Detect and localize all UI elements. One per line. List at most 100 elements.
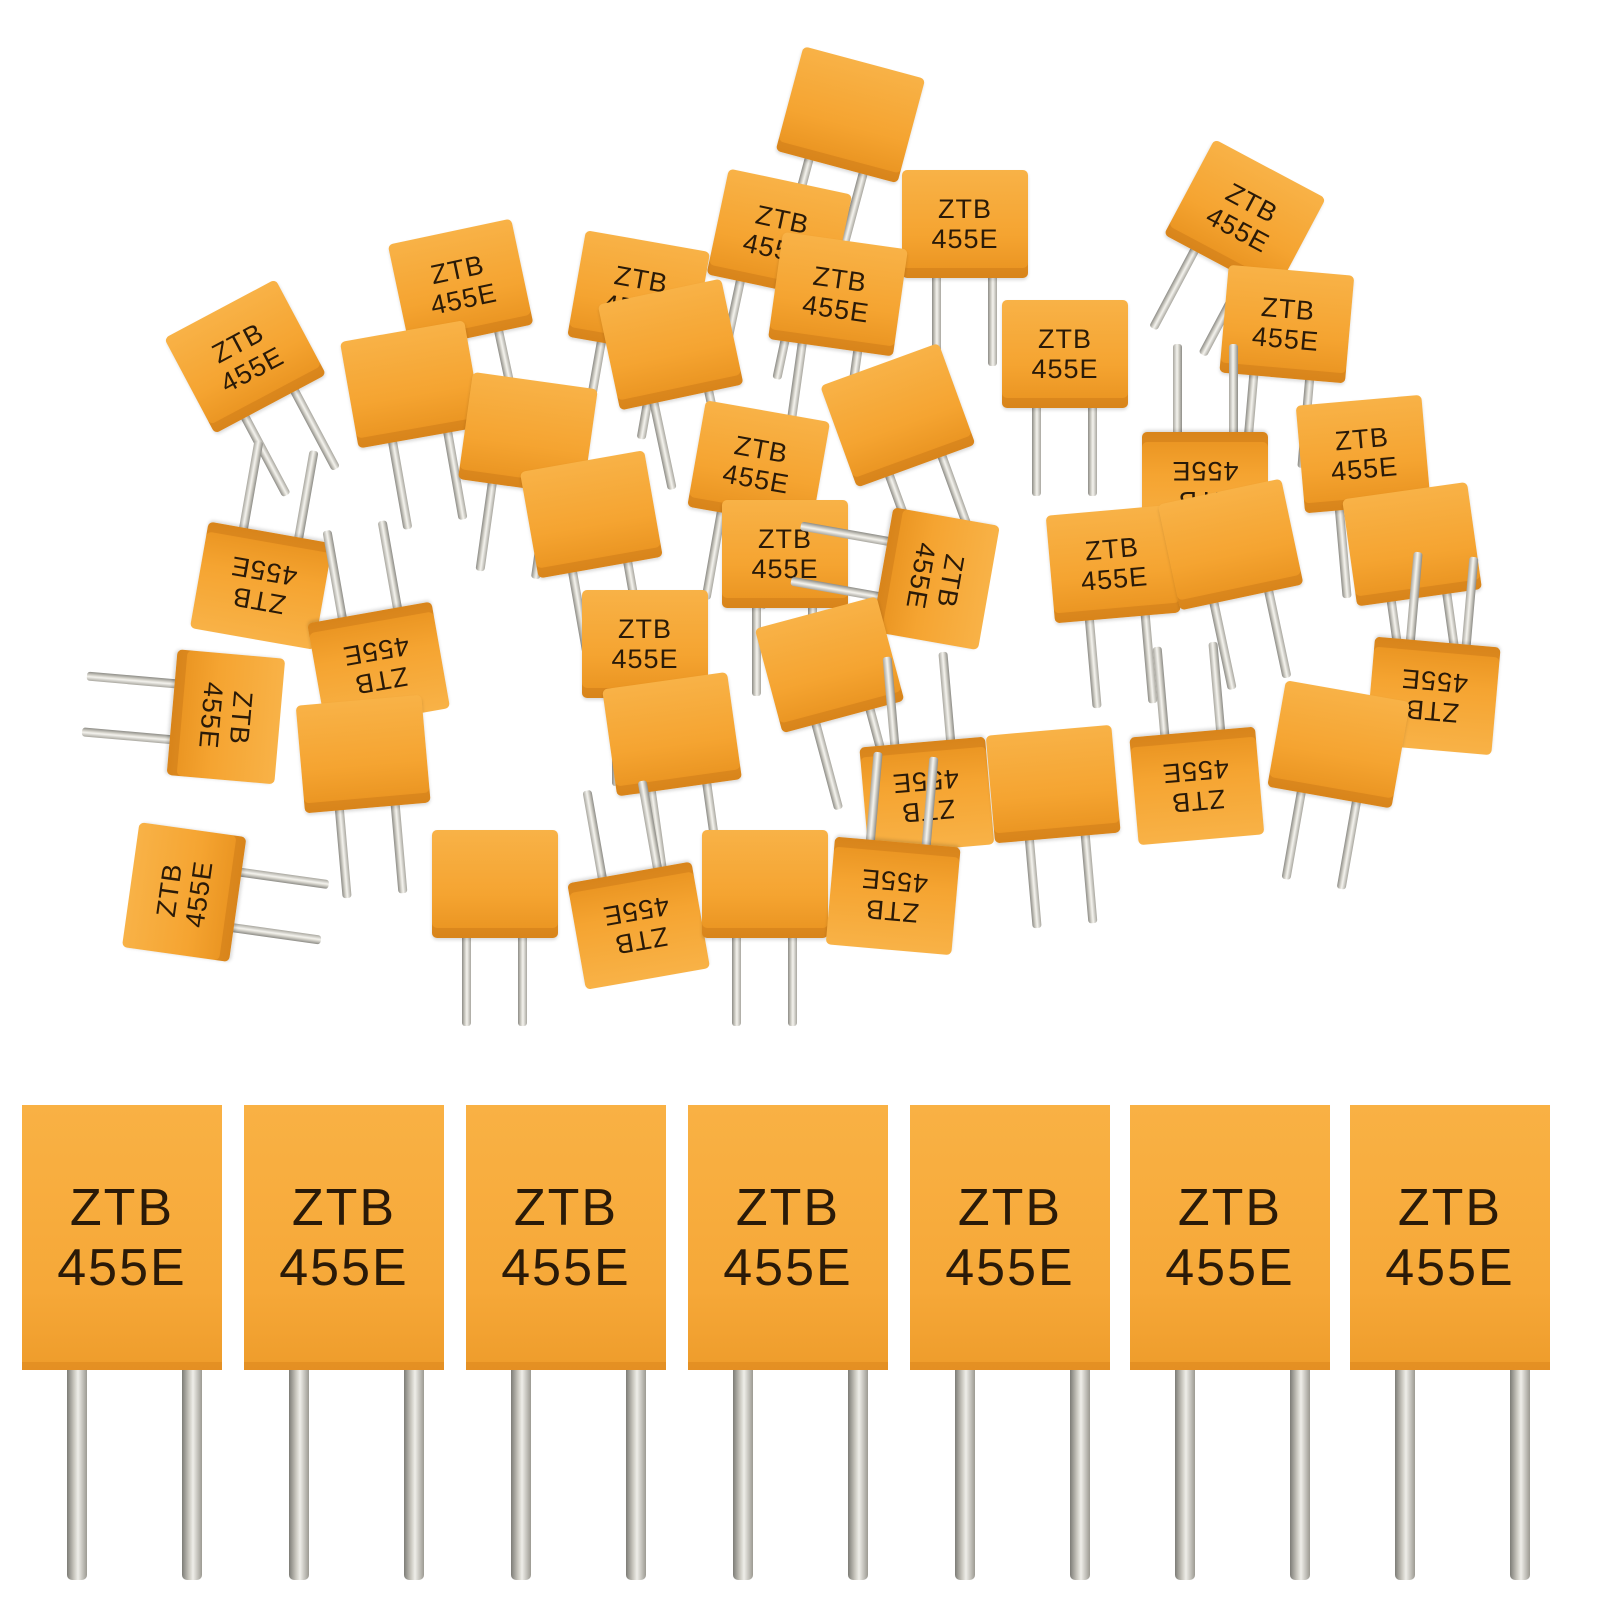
resonator-lead (1088, 396, 1097, 496)
resonator-lead (1281, 779, 1308, 880)
resonator-lead (1290, 1360, 1310, 1580)
resonator-lead (292, 450, 319, 551)
label-line-1: ZTB (1038, 324, 1092, 354)
label-line-1: ZTB (618, 614, 672, 644)
label-line-2: 455E (1385, 1238, 1515, 1297)
resonator-lead (938, 651, 957, 752)
label-line-2: 455E (1329, 451, 1400, 487)
label-line-2: 455E (945, 1238, 1075, 1297)
label-line-2: 455E (1031, 354, 1099, 384)
label-line-1: ZTB (513, 1178, 619, 1237)
resonator-lead (955, 1360, 975, 1580)
resonator-lead (511, 1360, 531, 1580)
label-line-2: 455E (57, 1238, 187, 1297)
resonator-lead (235, 404, 291, 498)
resonator-lead (289, 1360, 309, 1580)
resonator-lead (86, 671, 187, 690)
resonator-lead (182, 1360, 202, 1580)
resonator-lead (333, 798, 352, 899)
resonator-lead (988, 266, 997, 366)
label-line-2: 455E (859, 863, 930, 899)
resonator-lead (221, 921, 322, 945)
resonator-lead (848, 1360, 868, 1580)
resonator-lead (1023, 828, 1042, 929)
label-line-2: 455E (1171, 456, 1239, 486)
resonator-lead (228, 866, 330, 890)
resonator-lead (788, 926, 797, 1026)
resonator-lead (1079, 823, 1098, 924)
label-line-2: 455E (1079, 561, 1150, 597)
label-line-1: ZTB (223, 689, 259, 747)
resonator-lead (377, 520, 404, 621)
resonator-lead (386, 429, 413, 530)
label-line-1: ZTB (1333, 421, 1391, 457)
resonator-lead (626, 1360, 646, 1580)
label-line-2: 455E (723, 1238, 853, 1297)
resonator-lead (462, 926, 471, 1026)
resonator-lead (1229, 344, 1238, 444)
resonator-lead (1173, 344, 1182, 444)
resonator-lead (1336, 789, 1363, 890)
resonator-lead (733, 1360, 753, 1580)
label-line-2: 455E (501, 1238, 631, 1297)
label-line-1: ZTB (938, 194, 992, 224)
resonator-lead (1032, 396, 1041, 496)
label-line-1: ZTB (1397, 1178, 1503, 1237)
resonator-lead (1083, 608, 1102, 709)
label-line-2: 455E (1160, 753, 1231, 789)
label-line-2: 455E (279, 1238, 409, 1297)
label-line-1: ZTB (1259, 291, 1317, 327)
label-line-1: ZTB (1083, 531, 1141, 567)
resonator-lead (932, 266, 941, 366)
resonator-lead (1261, 578, 1292, 679)
label-line-1: ZTB (1169, 783, 1227, 819)
resonator-lead (1510, 1360, 1530, 1580)
label-line-1: ZTB (957, 1178, 1063, 1237)
label-line-2: 455E (611, 644, 679, 674)
resonator-lead (389, 793, 408, 894)
resonator-lead (518, 926, 527, 1026)
label-line-2: 455E (193, 680, 229, 751)
label-line-2: 455E (931, 224, 999, 254)
label-line-1: ZTB (291, 1178, 397, 1237)
resonator-lead (81, 727, 183, 746)
resonator-lead (1152, 646, 1171, 747)
resonator-lead (1395, 1360, 1415, 1580)
resonator-lead (1175, 1360, 1195, 1580)
resonator-lead (1070, 1360, 1090, 1580)
label-line-1: ZTB (1177, 1178, 1283, 1237)
